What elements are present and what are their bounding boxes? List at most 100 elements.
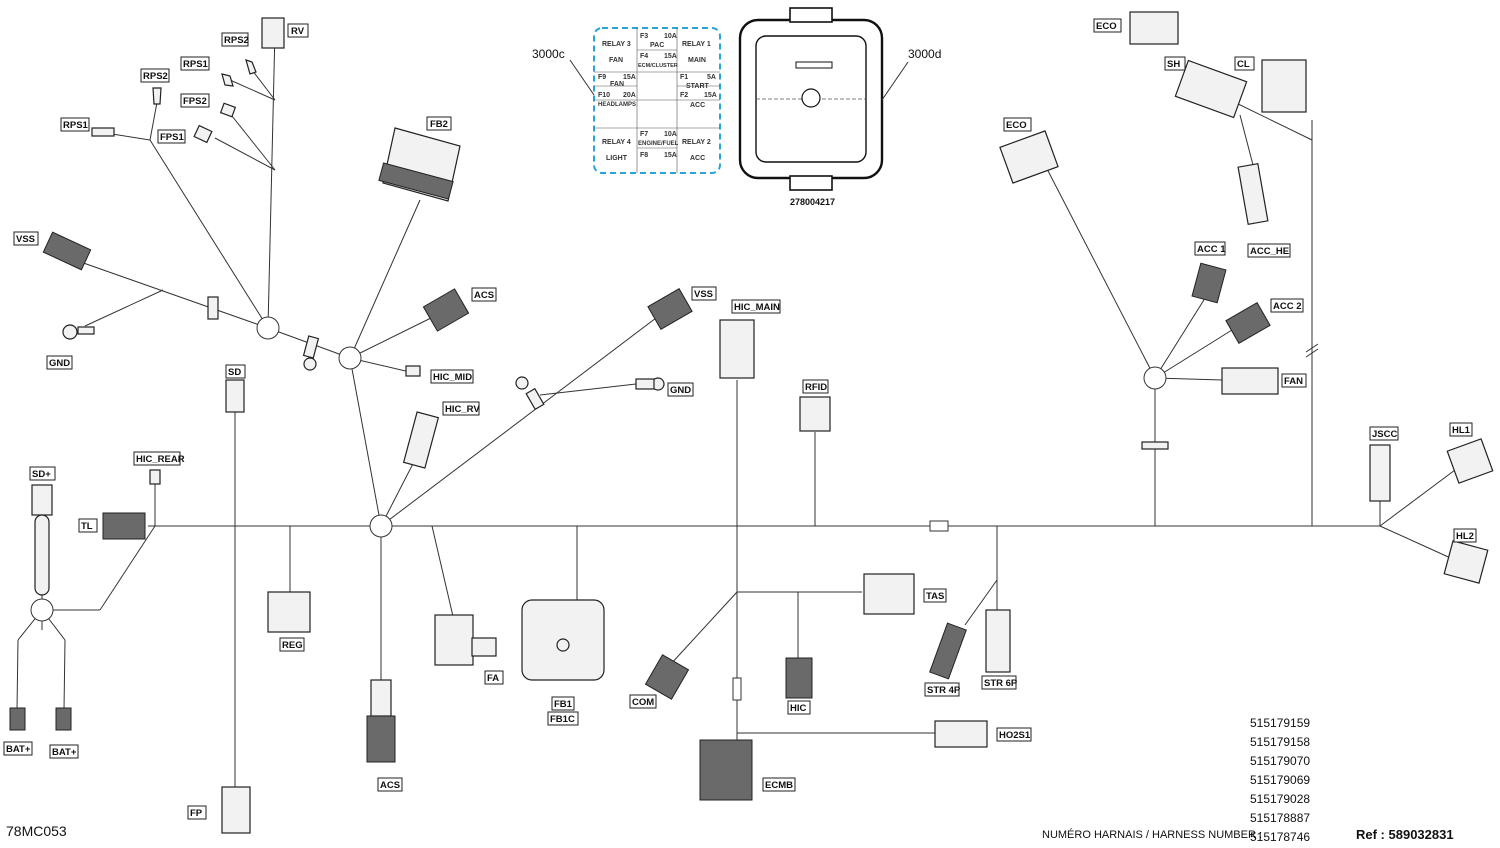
label-rv: RV	[287, 23, 309, 38]
label-ho2s1: HO2S1	[996, 727, 1032, 742]
label-rps2-a: RPS2	[221, 32, 249, 47]
fuse-f9: F9	[598, 74, 606, 81]
label-reg: REG	[279, 637, 305, 652]
label-hic-rear: HIC_REAR	[133, 451, 185, 466]
fuse-ecm-cluster: ECM/CLUSTER	[638, 63, 678, 69]
connector-labels: RV RPS2 RPS1 RPS2 FPS2 RPS1 FPS1 FB2 VSS…	[3, 18, 1477, 820]
label-bat-plus-a: BAT+	[3, 741, 33, 756]
label-fb1: FB1	[551, 696, 575, 711]
svg-text:JSCC: JSCC	[1372, 429, 1397, 440]
label-tas: TAS	[923, 588, 947, 603]
svg-text:VSS: VSS	[694, 289, 713, 300]
label-sd: SD	[225, 364, 246, 379]
fuse-relay1: RELAY 1	[682, 41, 711, 48]
label-acs-top: ACS	[471, 287, 497, 302]
label-bat-plus-b: BAT+	[49, 744, 79, 759]
fuse-pac: PAC	[650, 42, 664, 49]
svg-text:RPS2: RPS2	[224, 35, 249, 46]
label-com: COM	[629, 694, 657, 709]
label-fb2: FB2	[426, 116, 452, 131]
svg-text:BAT+: BAT+	[6, 744, 31, 755]
label-acs-bottom: ACS	[377, 777, 403, 792]
svg-text:SD+: SD+	[32, 469, 51, 480]
label-tl: TL	[78, 518, 98, 533]
harness-number-6: 515178887	[1250, 811, 1310, 825]
svg-text:FB2: FB2	[430, 119, 448, 130]
label-hic-rv: HIC_RV	[442, 401, 480, 416]
label-fb1c: FB1C	[547, 711, 579, 726]
fuse-f8-amp: 15A	[664, 152, 677, 159]
svg-text:HIC: HIC	[790, 703, 807, 714]
harness-number-2: 515179158	[1250, 735, 1310, 749]
fuse-f1: F1	[680, 74, 688, 81]
svg-text:ACC 1: ACC 1	[1197, 244, 1226, 255]
svg-text:REG: REG	[282, 640, 303, 651]
svg-text:STR 4P: STR 4P	[927, 685, 961, 696]
fuse-f8: F8	[640, 152, 648, 159]
fuse-relay3: RELAY 3	[602, 41, 631, 48]
connectors	[9, 11, 1494, 834]
fuse-box-label-3000d: 3000d	[908, 47, 941, 61]
footer: 78MC053 515179159 515179158 515179070 51…	[6, 716, 1454, 844]
harness-number-label: NUMÉRO HARNAIS / HARNESS NUMBER :	[1042, 828, 1262, 841]
label-acc2: ACC 2	[1270, 298, 1304, 313]
label-rps2-b: RPS2	[140, 68, 170, 83]
fuse-f1-amp: 5A	[707, 74, 716, 81]
fuse-f2-amp: 15A	[704, 92, 717, 99]
svg-text:HL2: HL2	[1456, 531, 1474, 542]
svg-text:HIC_MAIN: HIC_MAIN	[734, 302, 780, 313]
label-rps1-b: RPS1	[60, 117, 90, 132]
label-fan: FAN	[1281, 373, 1307, 388]
fuse-f1-name: START	[686, 83, 710, 90]
fuse-fan: FAN	[609, 57, 623, 64]
label-rfid: RFID	[802, 379, 829, 394]
label-eco-top: ECO	[1093, 18, 1122, 33]
fuse-box-3000d: 3000d 278004217	[738, 7, 941, 207]
svg-text:FP: FP	[190, 808, 203, 819]
svg-text:STR 6P: STR 6P	[984, 678, 1018, 689]
label-fp: FP	[187, 805, 207, 820]
fuse-f4-amp: 15A	[664, 53, 677, 60]
fuse-f2: F2	[680, 92, 688, 99]
svg-text:HIC_REAR: HIC_REAR	[136, 454, 185, 465]
label-gnd-left: GND	[46, 355, 73, 370]
label-gnd-mid: GND	[667, 382, 694, 397]
svg-text:COM: COM	[632, 697, 654, 708]
fuse-relay2: RELAY 2	[682, 139, 711, 146]
fuse-f7-name: ENGINE/FUEL	[638, 141, 679, 147]
svg-text:HL1: HL1	[1452, 425, 1471, 436]
label-fps2: FPS2	[180, 93, 210, 108]
label-eco-mid: ECO	[1003, 117, 1032, 132]
label-vss-left: VSS	[13, 231, 39, 246]
splice-nodes	[30, 316, 1167, 701]
label-str-6p: STR 6P	[981, 675, 1018, 690]
fuse-f3: F3	[640, 33, 648, 40]
svg-text:HIC_RV: HIC_RV	[445, 404, 480, 415]
svg-text:ACS: ACS	[380, 780, 400, 791]
svg-text:ECO: ECO	[1096, 21, 1117, 32]
svg-text:RPS1: RPS1	[183, 59, 209, 70]
svg-text:ACS: ACS	[474, 290, 494, 301]
svg-text:RFID: RFID	[805, 382, 827, 393]
svg-text:FAN: FAN	[1284, 376, 1303, 387]
fuse-box-3000c: RELAY 3 FAN F3 10A PAC F4 15A ECM/CLUSTE…	[532, 27, 721, 174]
svg-text:RPS2: RPS2	[143, 71, 168, 82]
label-str-4p: STR 4P	[924, 682, 961, 697]
fuse-main: MAIN	[688, 57, 706, 64]
svg-text:HO2S1: HO2S1	[999, 730, 1031, 741]
label-ecmb: ECMB	[762, 777, 796, 792]
svg-text:VSS: VSS	[16, 234, 35, 245]
reference-number: Ref : 589032831	[1356, 827, 1454, 842]
harness-number-3: 515179070	[1250, 754, 1310, 768]
svg-text:RPS1: RPS1	[63, 120, 89, 131]
label-hl1: HL1	[1449, 422, 1473, 437]
svg-text:BAT+: BAT+	[52, 747, 77, 758]
svg-text:FB1: FB1	[554, 699, 573, 710]
fuse-f10-amp: 20A	[623, 92, 636, 99]
label-acc-he: ACC_HE	[1247, 243, 1291, 258]
harness-number-1: 515179159	[1250, 716, 1310, 730]
fuse-f3-amp: 10A	[664, 33, 677, 40]
fuse-f4: F4	[640, 53, 648, 60]
fuse-relay4: RELAY 4	[602, 139, 631, 146]
